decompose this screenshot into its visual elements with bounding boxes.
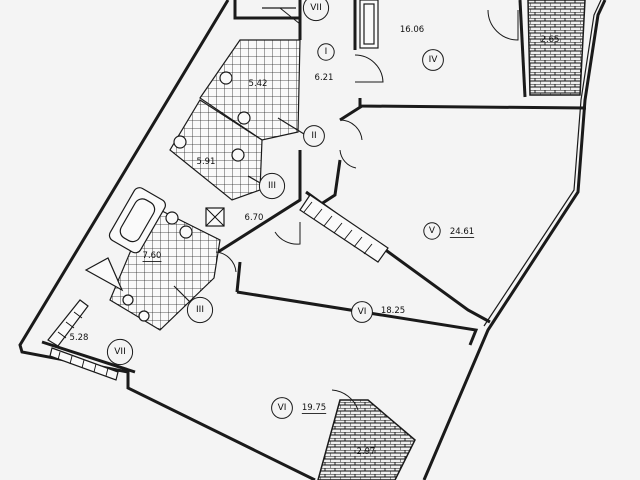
sink-1-icon <box>237 111 251 125</box>
interior-walls <box>41 0 587 374</box>
bathroom-lower-area: 7.60 <box>143 251 162 261</box>
room-I-area: 6.21 <box>315 73 334 83</box>
toilet-3-icon <box>165 211 179 225</box>
room-VI-living-area: 19.75 <box>302 403 326 413</box>
room-VI-bedroom-area: 18.25 <box>381 306 405 316</box>
room-VI-bedroom-roman-text: VI <box>358 307 367 317</box>
room-V-area: 24.61 <box>450 227 474 237</box>
room-VII-small-roman-circle <box>106 338 134 366</box>
room-V-roman: V <box>423 222 441 240</box>
radiator-lower <box>47 299 119 381</box>
room-VI-living-roman-text: VI <box>278 403 287 413</box>
room-V-roman-text: V <box>429 226 436 236</box>
marker-VII-top-text: VII <box>310 3 321 13</box>
radiator-upper <box>299 194 389 263</box>
wardrobe <box>359 0 379 49</box>
bathroom-upper-area: 5.42 <box>249 79 268 89</box>
marker-III-upper-circle <box>258 172 286 200</box>
sink-2-icon <box>231 148 245 162</box>
room-VII-small-roman: VII <box>106 338 134 366</box>
marker-III-lower-circle <box>186 296 214 324</box>
balcony-top <box>527 0 586 96</box>
marker-III-lower-text: III <box>196 305 204 315</box>
room-VI-bedroom-roman: VI <box>351 301 373 323</box>
bathroom-middle-area: 5.91 <box>197 157 216 167</box>
room-V-roman-circle <box>423 222 441 240</box>
marker-VII-top: VII <box>302 0 330 22</box>
marker-II-text: II <box>311 131 316 141</box>
vent-triangle-icon <box>84 257 124 292</box>
balcony-bottom-area: 2.97 <box>357 447 376 457</box>
marker-VII-top-circle <box>302 0 330 22</box>
room-I-roman-circle <box>317 43 335 61</box>
marker-II-circle <box>303 125 325 147</box>
toilet-1-icon <box>219 71 233 85</box>
marker-III-upper-text: III <box>268 181 276 191</box>
marker-II: II <box>303 125 325 147</box>
room-I-roman-text: I <box>325 47 328 57</box>
room-IV-area: 16.06 <box>400 25 424 35</box>
room-VI-living-roman-circle <box>271 397 293 419</box>
marker-III-lower: III <box>186 296 214 324</box>
room-IV-roman-circle <box>422 49 444 71</box>
doors <box>215 7 519 411</box>
marker-III-upper: III <box>258 172 286 200</box>
room-VII-small-area: 5.28 <box>70 333 89 343</box>
balcony-bottom <box>317 399 416 480</box>
toilet-2-icon <box>173 135 187 149</box>
balcony-top-area: 2.65 <box>541 35 560 45</box>
room-IV-roman-text: IV <box>429 55 439 65</box>
room-VI-living-roman: VI <box>271 397 293 419</box>
shaft-cross-icon <box>205 207 225 227</box>
drain-1-icon <box>122 294 134 306</box>
corridor-area: 6.70 <box>245 213 264 223</box>
room-VI-bedroom-roman-circle <box>351 301 373 323</box>
bathtub <box>108 187 166 254</box>
bathroom-upper-tiles <box>199 39 301 141</box>
drain-2-icon <box>138 310 150 322</box>
sink-3-icon <box>179 225 193 239</box>
room-IV-roman: IV <box>422 49 444 71</box>
room-VII-small-roman-text: VII <box>114 347 125 357</box>
room-I-roman: I <box>317 43 335 61</box>
